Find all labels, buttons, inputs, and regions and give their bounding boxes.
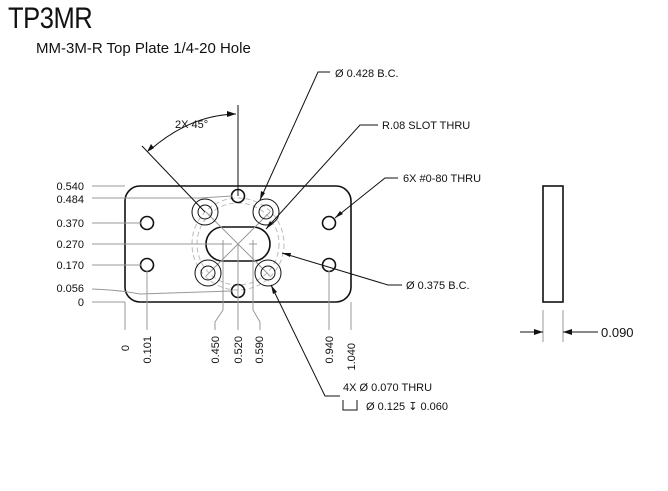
y-dimension-leaders — [91, 185, 233, 303]
counterbored-holes — [191, 198, 282, 287]
y-dim-0170: 0.170 — [56, 260, 84, 272]
y-dim-0: 0 — [78, 297, 84, 309]
callout-tapped-holes: 6X #0-80 THRU — [334, 173, 481, 219]
y-dim-0270: 0.270 — [56, 239, 84, 251]
svg-text:Ø 0.125 ↧ 0.060: Ø 0.125 ↧ 0.060 — [366, 401, 448, 413]
drawing-title: TP3MR — [8, 2, 93, 35]
x-dimension-leaders — [124, 244, 352, 330]
y-dim-0056: 0.056 — [56, 283, 84, 295]
y-dim-0484: 0.484 — [56, 194, 84, 206]
svg-text:2X 45°: 2X 45° — [175, 119, 208, 131]
svg-text:0.090: 0.090 — [601, 325, 634, 340]
svg-text:4X Ø 0.070 THRU: 4X Ø 0.070 THRU — [343, 382, 432, 394]
x-dimension-labels: 0 0.101 0.450 0.520 0.590 0.940 1.040 — [120, 336, 358, 371]
x-dim-0: 0 — [120, 345, 132, 351]
callout-slot: R.08 SLOT THRU — [265, 120, 470, 230]
callout-counterbore: 4X Ø 0.070 THRU Ø 0.125 ↧ 0.060 — [270, 284, 448, 413]
drawing-subtitle: MM-3M-R Top Plate 1/4-20 Hole — [36, 40, 251, 57]
y-dimension-labels: 0.540 0.484 0.370 0.270 0.170 0.056 0 — [56, 181, 84, 309]
callout-bc-0375: Ø 0.375 B.C. — [281, 252, 470, 292]
x-dim-0101: 0.101 — [142, 336, 154, 364]
y-dim-0370: 0.370 — [56, 218, 84, 230]
x-dim-0590: 0.590 — [254, 336, 266, 364]
thickness-dimension: 0.090 — [520, 310, 634, 342]
callout-bc-0428: Ø 0.428 B.C. — [259, 68, 399, 201]
svg-text:R.08 SLOT THRU: R.08 SLOT THRU — [382, 120, 470, 132]
x-dim-0450: 0.450 — [210, 336, 222, 364]
y-dim-0540: 0.540 — [56, 181, 84, 193]
callout-angle: 2X 45° — [141, 105, 239, 213]
x-dim-0940: 0.940 — [324, 336, 336, 364]
side-view-outline — [542, 185, 564, 303]
x-dim-1040: 1.040 — [346, 343, 358, 371]
svg-text:Ø 0.375 B.C.: Ø 0.375 B.C. — [406, 280, 470, 292]
svg-text:Ø 0.428 B.C.: Ø 0.428 B.C. — [335, 68, 399, 80]
x-dim-0520: 0.520 — [233, 336, 245, 364]
svg-text:6X #0-80 THRU: 6X #0-80 THRU — [403, 173, 481, 185]
